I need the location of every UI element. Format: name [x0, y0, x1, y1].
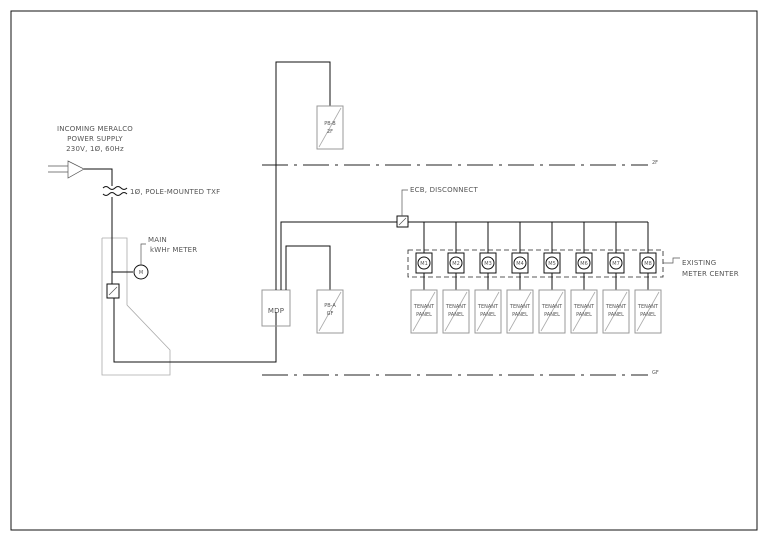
transformer-label: 1Ø, POLE-MOUNTED TXF: [130, 188, 220, 196]
mdp-label: MDP: [268, 307, 284, 315]
pb-b-label: PB-B: [324, 121, 336, 127]
svg-text:POWER SUPPLY: POWER SUPPLY: [67, 135, 123, 143]
tenant-meter-label: M6: [580, 261, 588, 267]
pb-b-floor: 2F: [327, 129, 333, 135]
service-drop-line: [84, 168, 113, 186]
tenant-panel-slash: [540, 291, 564, 332]
meter-center-leader: [663, 257, 680, 264]
floor-label-gf: GF: [652, 370, 659, 376]
pb-a-slash: [318, 291, 342, 332]
tenant-meter-label: M2: [452, 261, 460, 267]
feeder-to-mdp: [113, 298, 277, 363]
transformer-icon: [102, 186, 128, 196]
kwh-meter-symbol: M: [139, 270, 143, 276]
tenant-panel-sublabel: PANEL: [512, 312, 528, 318]
tenant-panel-slash: [412, 291, 436, 332]
tenant-panel: [442, 289, 470, 334]
pb-a-panel: [316, 289, 344, 334]
tenant-panel-label: TENANT: [477, 304, 499, 310]
tenant-meter-label: M8: [644, 261, 652, 267]
tenant-panel-slash: [444, 291, 468, 332]
tenant-meter-icon: [609, 256, 623, 270]
tenant-panel: [634, 289, 662, 334]
tenant-panel-label: TENANT: [605, 304, 627, 310]
tenant-meter-icon: [641, 256, 655, 270]
tenant-meter-icon: [481, 256, 495, 270]
drawing-border: [10, 10, 758, 531]
feeder-to-pb-a: [285, 245, 331, 290]
meter-center-label-1: EXISTING: [682, 259, 716, 267]
tenant-panel-label: TENANT: [637, 304, 659, 310]
main-breaker-switch: [108, 286, 118, 296]
ecb-switch: [398, 217, 407, 226]
floor-label-2f: 2F: [652, 160, 658, 166]
tenant-panel-sublabel: PANEL: [448, 312, 464, 318]
meter-label-kwhr: kWHr METER: [150, 246, 197, 254]
ecb-label: ECB, DISCONNECT: [410, 186, 478, 194]
tenant-meter-label: M1: [420, 261, 428, 267]
tenant-panel-sublabel: PANEL: [480, 312, 496, 318]
tenant-meter-icon: [449, 256, 463, 270]
main-breaker-box: [106, 283, 120, 299]
meter-center-enclosure: [407, 249, 664, 278]
tenant-meter-icon: [513, 256, 527, 270]
pb-b-slash: [318, 107, 342, 148]
ecb-leader-line: [401, 189, 408, 216]
tenant-panel-sublabel: PANEL: [416, 312, 432, 318]
tenant-panel-slash: [508, 291, 532, 332]
tenant-panel: [506, 289, 534, 334]
tenant-panel-label: TENANT: [413, 304, 435, 310]
tenant-panel: [474, 289, 502, 334]
tenant-meter-label: M3: [484, 261, 492, 267]
tenant-meter-icon: [577, 256, 591, 270]
tenant-meter-label: M4: [516, 261, 524, 267]
tenant-panel-sublabel: PANEL: [544, 312, 560, 318]
tenant-panel-sublabel: PANEL: [608, 312, 624, 318]
pb-b-panel: [316, 105, 344, 150]
feeder-to-pb-b: [275, 61, 331, 290]
tenant-panel-slash: [476, 291, 500, 332]
tenant-panel-label: TENANT: [541, 304, 563, 310]
meter-center-label-2: METER CENTER: [682, 270, 739, 278]
svg-text:230V, 1Ø, 60Hz: 230V, 1Ø, 60Hz: [66, 145, 124, 153]
tenant-meter-label: M7: [612, 261, 620, 267]
tenant-meter-icon: [545, 256, 559, 270]
tenant-panel: [602, 289, 630, 334]
tenant-panel-label: TENANT: [445, 304, 467, 310]
tenant-panel-slash: [604, 291, 628, 332]
tenant-meter-icon: [417, 256, 431, 270]
tenant-panel-sublabel: PANEL: [640, 312, 656, 318]
tenant-panel: [538, 289, 566, 334]
pb-a-label: PB-A: [324, 303, 336, 309]
pb-a-floor: GF: [327, 311, 334, 317]
feeder-to-ecb: [280, 221, 397, 290]
svg-text:INCOMING MERALCO: INCOMING MERALCO: [57, 125, 133, 133]
pole-outline: [101, 237, 171, 376]
tenant-meter-label: M5: [548, 261, 556, 267]
tenant-panel-label: TENANT: [509, 304, 531, 310]
incoming-supply-arrow-icon: [48, 160, 85, 179]
meter-leader-line: [140, 243, 146, 265]
tenant-panel: [410, 289, 438, 334]
incoming-supply-label: INCOMING MERALCO POWER SUPPLY 230V, 1Ø, …: [57, 125, 133, 153]
tenant-panel-slash: [572, 291, 596, 332]
tenant-panel-slash: [636, 291, 660, 332]
tenant-panel-sublabel: PANEL: [576, 312, 592, 318]
tenant-panel: [570, 289, 598, 334]
meter-label-main: MAIN: [148, 236, 167, 244]
tenant-panel-label: TENANT: [573, 304, 595, 310]
